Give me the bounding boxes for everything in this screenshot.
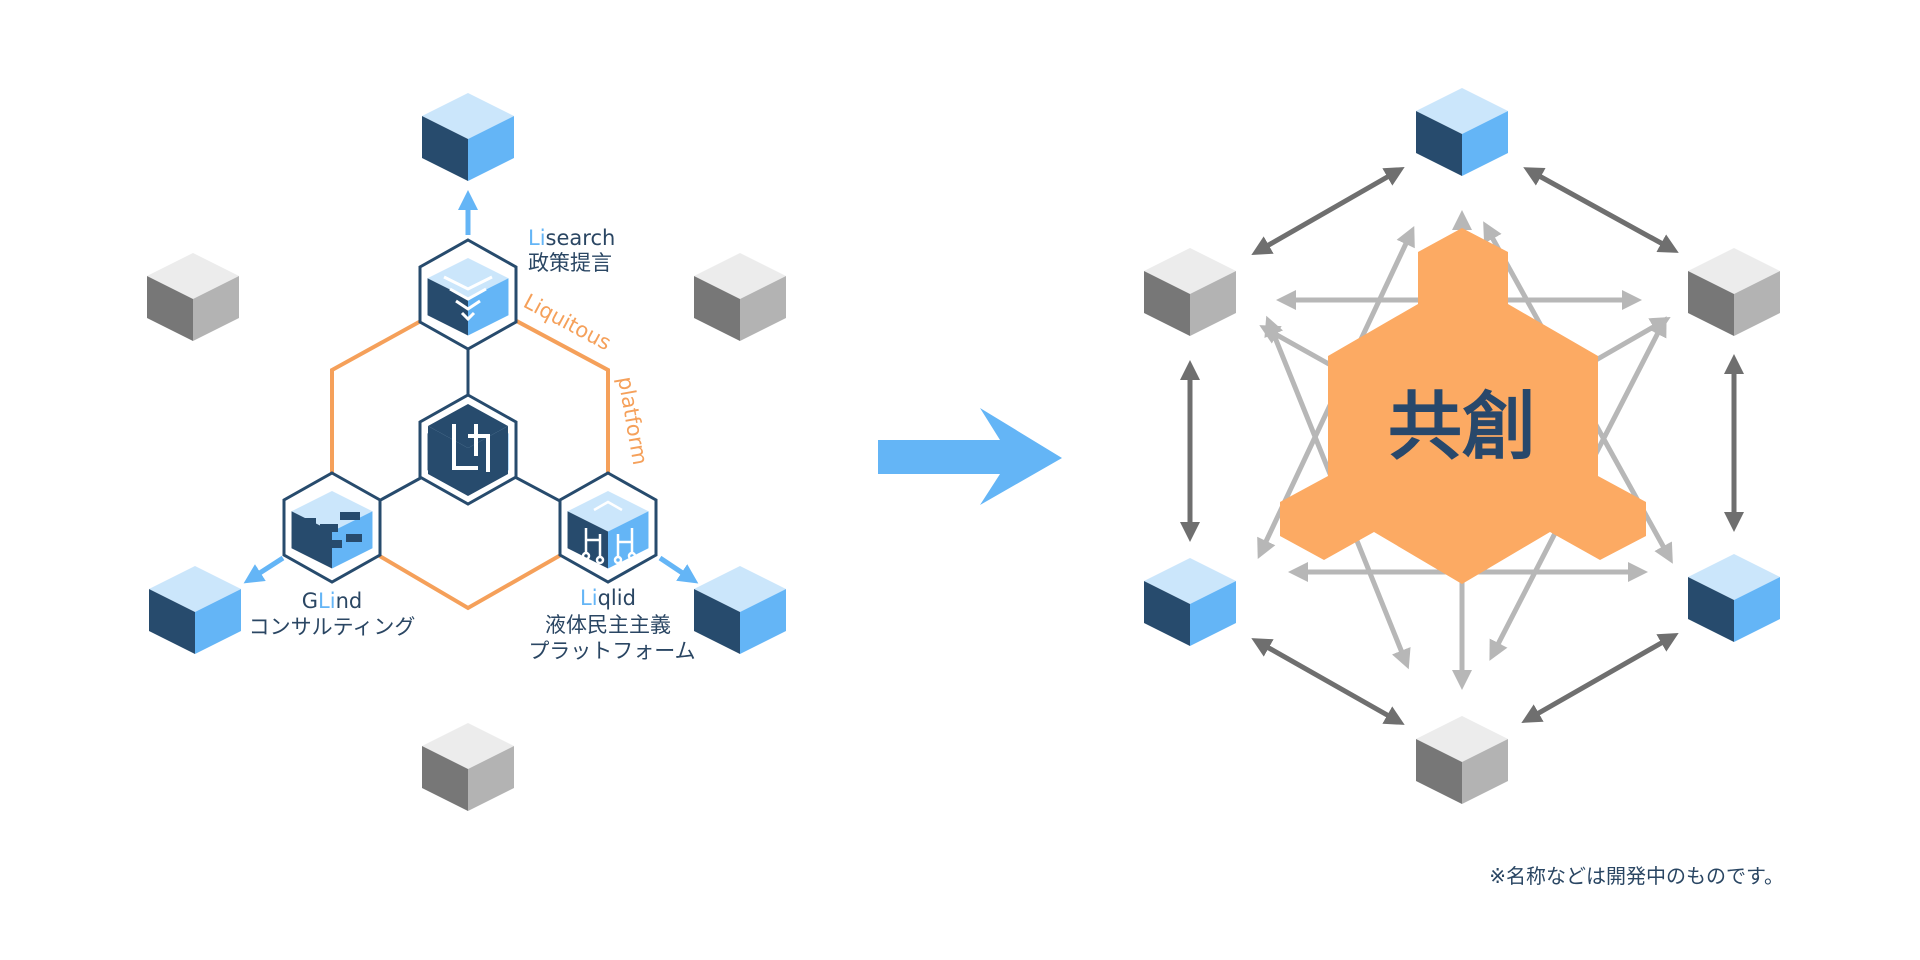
glind-cube — [282, 471, 382, 584]
lisearch-title: Lisearch — [528, 226, 615, 250]
glind-title: GLind — [302, 589, 362, 613]
ring-arrows — [1180, 167, 1744, 725]
liqlid-cube — [558, 471, 658, 584]
liqlid-subtitle-line2: プラットフォーム — [528, 639, 695, 663]
right-arrow-icon — [878, 408, 1062, 505]
platform-label-platform: platform — [613, 375, 652, 467]
liquitous-center-cube — [418, 393, 518, 506]
co-creation-shape — [1280, 228, 1646, 584]
blue-cube-lower-left-right-diagram — [1144, 558, 1236, 646]
stacked-layers-icon — [443, 275, 493, 322]
co-creation-label: 共創 — [1388, 384, 1536, 470]
grey-cube-left-upper — [147, 253, 239, 341]
blue-cube-top-right-diagram — [1416, 88, 1508, 176]
grey-cube-upper-left-right-diagram — [1144, 248, 1236, 336]
grey-cube-right-upper — [694, 253, 786, 341]
grey-cube-bottom — [422, 723, 514, 811]
maze-icon — [302, 512, 362, 558]
circuit-icon — [581, 500, 637, 565]
blue-cube-lower-right-right-diagram — [1688, 554, 1780, 642]
right-diagram: 共創 — [1144, 88, 1780, 804]
blue-cube-left-lower — [149, 566, 241, 654]
grey-cube-bottom-right-diagram — [1416, 716, 1508, 804]
outward-arrows — [243, 190, 699, 584]
grey-cube-upper-right-right-diagram — [1688, 248, 1780, 336]
blue-cube-top — [422, 93, 514, 181]
platform-label-liquitous: Liquitous — [520, 289, 615, 355]
liquitous-logo-icon — [452, 424, 490, 472]
blue-cube-right-lower — [694, 566, 786, 654]
liqlid-subtitle-line1: 液体民主主義 — [545, 613, 671, 637]
lisearch-subtitle: 政策提言 — [528, 251, 612, 275]
lisearch-cube — [418, 238, 518, 351]
liqlid-title: Liqlid — [580, 586, 636, 610]
footnote: ※名称などは開発中のものです。 — [1489, 864, 1784, 888]
platform-hexagon — [330, 292, 610, 611]
glind-subtitle: コンサルティング — [249, 615, 416, 639]
left-diagram: Lisearch 政策提言 GLind コンサルティング Liqlid 液体民主… — [147, 93, 786, 811]
